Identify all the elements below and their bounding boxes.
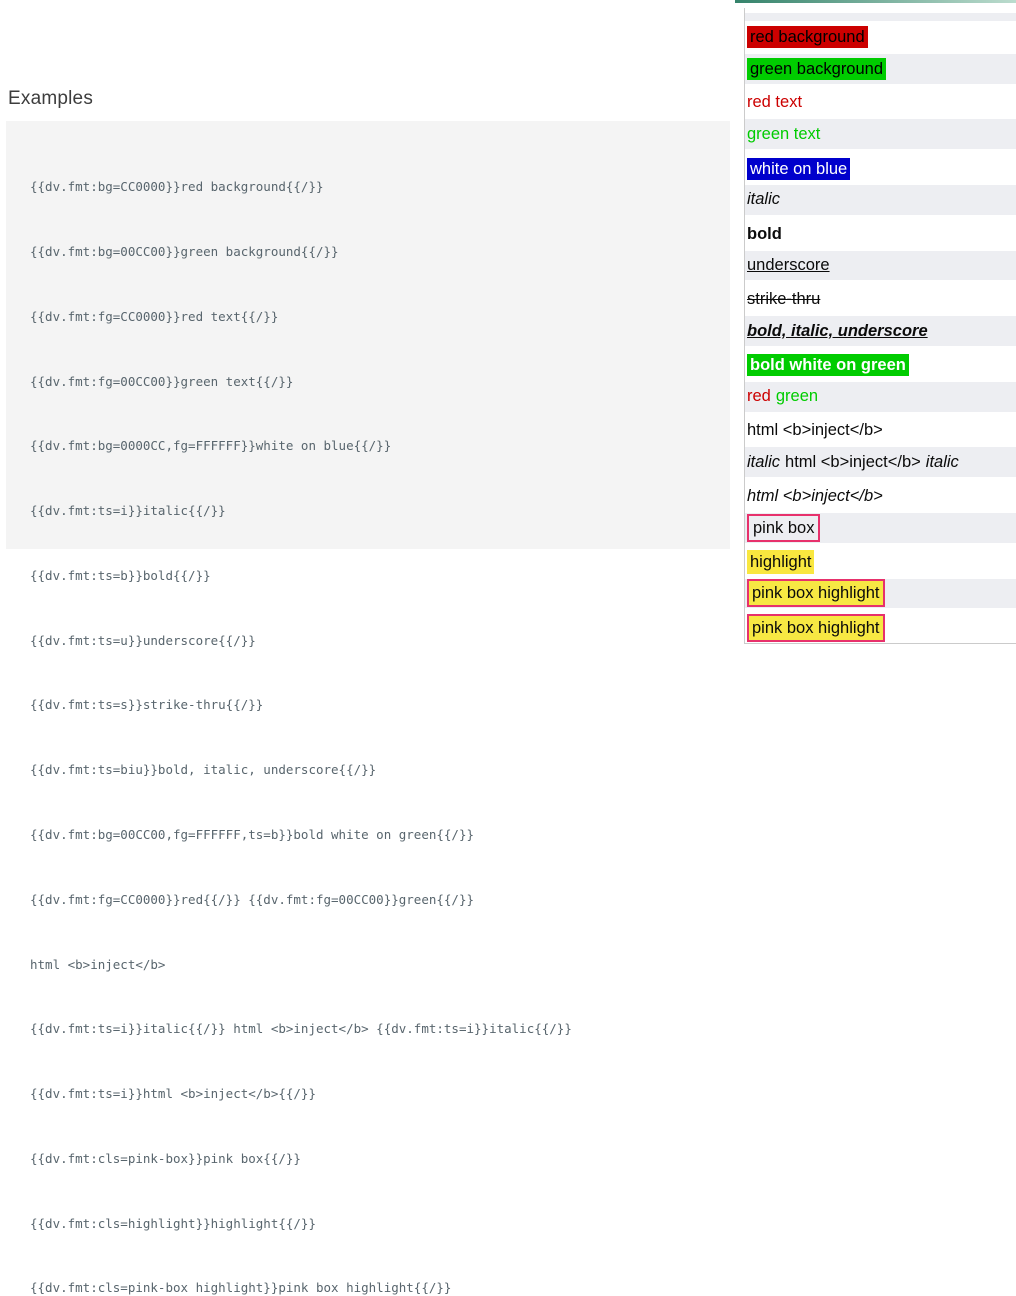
output-row-pink-box-highlight-1: pink box highlight — [745, 578, 1016, 612]
green-word: green — [775, 387, 819, 406]
output-row-red-background: red background — [745, 21, 1016, 54]
italic-text: italic — [747, 190, 781, 209]
italic-html-inject-text: html <b>inject</b> — [747, 487, 883, 506]
output-row-html-inject: html <b>inject</b> — [745, 415, 1016, 448]
output-row-red-green: red green — [745, 381, 1016, 415]
output-row-bold-white-on-green: bold white on green — [745, 349, 1016, 382]
pink-box-chip: pink box — [747, 513, 821, 542]
bold-text: bold — [747, 224, 782, 243]
green-text: green text — [747, 124, 821, 143]
output-row-highlight: highlight — [745, 546, 1016, 579]
red-word: red — [747, 387, 771, 406]
code-line: {{dv.fmt:ts=i}}italic{{/}} — [30, 503, 226, 519]
red-background-chip: red background — [747, 26, 868, 49]
red-text: red text — [747, 93, 803, 112]
pink-box-highlight-chip: pink box highlight — [747, 579, 885, 608]
code-line: {{dv.fmt:cls=pink-box highlight}}pink bo… — [30, 1280, 452, 1296]
code-line: {{dv.fmt:cls=highlight}}highlight{{/}} — [30, 1215, 316, 1231]
code-line: {{dv.fmt:ts=s}}strike-thru{{/}} — [30, 697, 264, 713]
highlight-chip: highlight — [747, 550, 815, 575]
code-line: {{dv.fmt:bg=00CC00,fg=FFFFFF,ts=b}}bold … — [30, 827, 475, 842]
html-inject-text: html <b>inject</b> — [785, 452, 921, 471]
code-line: {{dv.fmt:cls=pink-box}}pink box{{/}} — [30, 1150, 301, 1166]
html-inject-text: html <b>inject</b> — [747, 421, 883, 440]
accent-divider — [735, 0, 1016, 3]
bold-white-on-green-chip: bold white on green — [747, 354, 909, 377]
code-line: {{dv.fmt:bg=CC0000}}red background{{/}} — [30, 179, 324, 195]
output-row-pink-box: pink box — [745, 512, 1016, 546]
output-row-underscore: underscore — [745, 250, 1016, 284]
output-row-italic: italic — [745, 184, 1016, 218]
code-line: {{dv.fmt:bg=00CC00}}green background{{/}… — [30, 243, 339, 259]
output-row-green-background: green background — [745, 53, 1016, 87]
output-row-red-text: red text — [745, 87, 1016, 120]
green-background-chip: green background — [747, 57, 887, 80]
strike-thru-text: strike-thru — [747, 290, 821, 309]
pink-box-highlight-chip: pink box highlight — [747, 613, 885, 642]
code-line: {{dv.fmt:fg=CC0000}}red text{{/}} — [30, 308, 279, 324]
empty-output-row — [745, 13, 1016, 21]
output-row-bold: bold — [745, 218, 1016, 251]
italic-word: italic — [747, 452, 781, 471]
bold-italic-underscore-text: bold, italic, underscore — [747, 321, 928, 340]
white-on-blue-chip: white on blue — [747, 157, 851, 180]
code-line: html <b>inject</b> — [30, 956, 166, 972]
code-line: {{dv.fmt:ts=i}}html <b>inject</b>{{/}} — [30, 1086, 316, 1102]
code-line: {{dv.fmt:bg=0000CC,fg=FFFFFF}}white on b… — [30, 438, 392, 454]
code-line: {{dv.fmt:fg=CC0000}}red{{/}} {{dv.fmt:fg… — [30, 891, 475, 907]
output-row-bold-italic-underscore: bold, italic, underscore — [745, 316, 1016, 349]
code-block: {{dv.fmt:bg=CC0000}}red background{{/}} … — [6, 121, 730, 1295]
output-row-white-on-blue: white on blue — [745, 152, 1016, 185]
output-row-strike-thru: strike-thru — [745, 283, 1016, 316]
rendered-output-panel: red background green background red text… — [744, 8, 1016, 644]
examples-heading: Examples — [8, 87, 94, 109]
output-row-pink-box-highlight-2: pink box highlight — [745, 611, 1016, 643]
code-line: {{dv.fmt:ts=biu}}bold, italic, underscor… — [30, 762, 377, 778]
output-row-italic-html-inject-italic: italic html <b>inject</b> italic — [745, 447, 1016, 481]
underscore-text: underscore — [747, 255, 830, 274]
code-line: {{dv.fmt:ts=i}}italic{{/}} html <b>injec… — [30, 1021, 572, 1037]
italic-word: italic — [925, 452, 959, 471]
code-line: {{dv.fmt:ts=b}}bold{{/}} — [30, 567, 211, 583]
code-line: {{dv.fmt:ts=u}}underscore{{/}} — [30, 632, 256, 648]
code-line: {{dv.fmt:fg=00CC00}}green text{{/}} — [30, 373, 294, 389]
output-row-html-inject-italic: html <b>inject</b> — [745, 480, 1016, 513]
output-row-green-text: green text — [745, 119, 1016, 153]
